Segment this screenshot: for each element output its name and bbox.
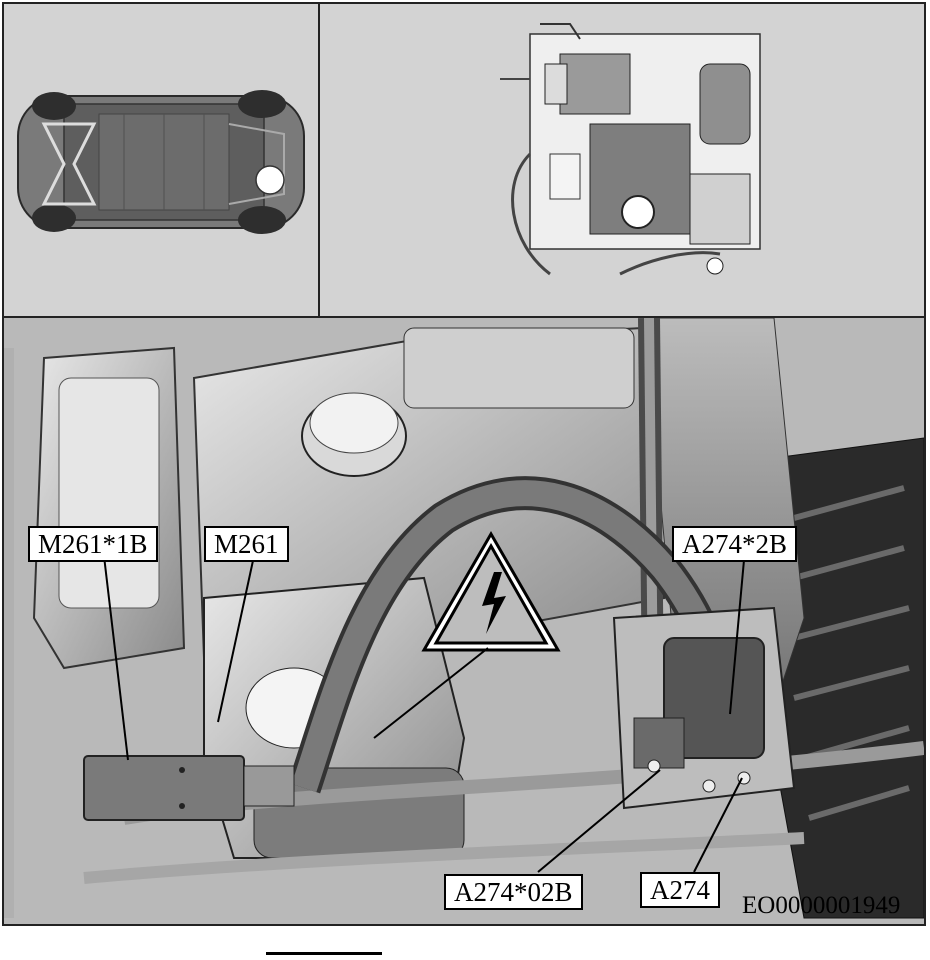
label-a274: A274 <box>640 872 720 908</box>
engine-detail-illustration <box>4 318 924 924</box>
diagram-frame: M261*1B M261 A274*2B A274*02B A274 EO000… <box>2 2 926 926</box>
engine-detail-panel <box>4 318 924 924</box>
label-a274-02b: A274*02B <box>444 874 583 910</box>
engine-bay-overview-panel <box>320 4 924 318</box>
leader-lines <box>103 555 745 873</box>
vehicle-underside-illustration <box>17 90 305 234</box>
label-a274-2b: A274*2B <box>672 526 798 562</box>
label-m261-1b: M261*1B <box>28 526 158 562</box>
high-voltage-warning-icon <box>421 531 561 652</box>
engine-bay-top-illustration <box>500 23 761 276</box>
label-m261: M261 <box>204 526 289 562</box>
bottom-rule <box>266 952 382 960</box>
document-id: EO0000001949 <box>742 892 901 919</box>
vehicle-locator-panel <box>4 4 320 318</box>
